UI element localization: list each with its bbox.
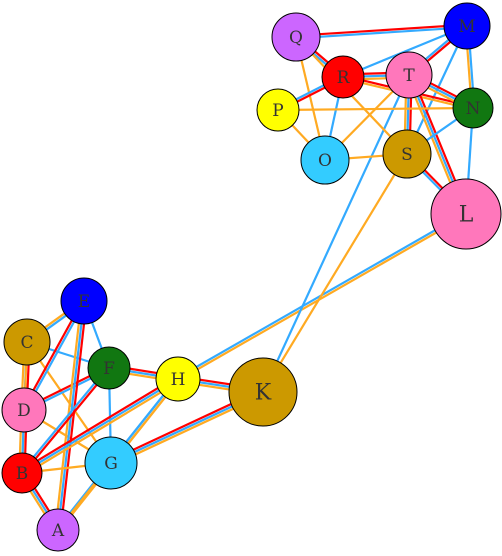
edge-Q-M xyxy=(295,23,468,40)
node-C[interactable]: C xyxy=(3,318,51,366)
edge-K-T xyxy=(262,74,410,393)
node-E[interactable]: E xyxy=(60,277,108,325)
node-circle[interactable] xyxy=(36,508,80,552)
node-circle[interactable] xyxy=(443,2,491,50)
node-circle[interactable] xyxy=(60,277,108,325)
node-label: E xyxy=(78,292,90,312)
edge-stroke-orange xyxy=(22,380,180,477)
node-R[interactable]: R xyxy=(321,55,365,99)
edge-stroke-red xyxy=(59,301,88,531)
edge-stroke-red xyxy=(20,375,178,472)
edge-stroke-blue xyxy=(20,366,109,473)
node-circle[interactable] xyxy=(87,346,131,390)
node-label: F xyxy=(103,359,115,379)
node-label: D xyxy=(17,401,31,421)
node-label: P xyxy=(272,101,283,121)
edge-stroke-red xyxy=(295,23,467,37)
node-P[interactable]: P xyxy=(256,88,300,132)
edge-stroke-red xyxy=(22,368,111,475)
edge-stroke-blue xyxy=(21,378,179,474)
node-label: R xyxy=(337,68,351,88)
edge-K-S xyxy=(262,153,408,393)
node-circle[interactable] xyxy=(300,135,350,185)
node-B[interactable]: B xyxy=(1,452,43,494)
node-circle[interactable] xyxy=(452,87,494,129)
node-label: H xyxy=(171,370,186,390)
node-label: K xyxy=(255,381,272,406)
node-circle[interactable] xyxy=(430,178,502,250)
node-label: B xyxy=(16,464,29,484)
node-K[interactable]: K xyxy=(228,357,298,427)
node-label: S xyxy=(401,145,413,165)
edge-F-B xyxy=(20,366,111,475)
node-O[interactable]: O xyxy=(300,135,350,185)
node-circle[interactable] xyxy=(256,88,300,132)
node-L[interactable]: L xyxy=(430,178,502,250)
node-D[interactable]: D xyxy=(1,387,47,433)
node-Q[interactable]: Q xyxy=(271,12,321,62)
edge-P-N xyxy=(277,106,474,112)
node-label: A xyxy=(51,521,65,541)
node-S[interactable]: S xyxy=(382,129,432,179)
node-T[interactable]: T xyxy=(385,51,433,99)
node-circle[interactable] xyxy=(271,12,321,62)
edge-B-H xyxy=(20,375,180,477)
edge-stroke-orange xyxy=(178,214,468,382)
node-label: T xyxy=(403,66,415,86)
node-circle[interactable] xyxy=(321,55,365,99)
node-circle[interactable] xyxy=(3,318,51,366)
node-F[interactable]: F xyxy=(87,346,131,390)
node-label: L xyxy=(459,203,474,228)
node-label: M xyxy=(458,17,475,37)
edge-stroke-blue xyxy=(296,26,468,40)
node-circle[interactable] xyxy=(228,357,298,427)
node-label: O xyxy=(318,151,332,171)
node-circle[interactable] xyxy=(1,452,43,494)
edge-stroke-orange xyxy=(262,153,408,393)
node-circle[interactable] xyxy=(84,436,138,490)
node-label: G xyxy=(104,454,118,474)
node-label: N xyxy=(466,99,481,119)
node-circle[interactable] xyxy=(1,387,47,433)
edge-stroke-blue xyxy=(262,74,410,393)
node-A[interactable]: A xyxy=(36,508,80,552)
node-label: Q xyxy=(289,28,303,48)
node-M[interactable]: M xyxy=(443,2,491,50)
node-N[interactable]: N xyxy=(452,87,494,129)
node-label: C xyxy=(20,333,33,353)
node-circle[interactable] xyxy=(385,51,433,99)
node-circle[interactable] xyxy=(382,129,432,179)
edge-stroke-orange xyxy=(277,106,474,112)
node-circle[interactable] xyxy=(155,356,201,402)
node-H[interactable]: H xyxy=(155,356,201,402)
node-G[interactable]: G xyxy=(84,436,138,490)
